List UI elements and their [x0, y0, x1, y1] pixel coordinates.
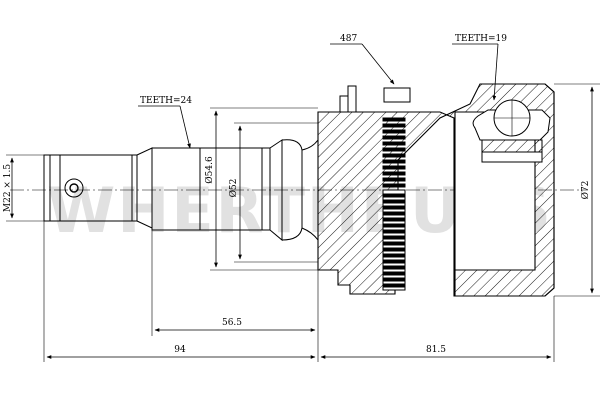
abs-ring-tooth: [382, 223, 406, 228]
dim-shaft-length: 56.5: [154, 318, 316, 332]
abs-ring-tooth: [382, 277, 406, 282]
abs-ring-tooth: [382, 247, 406, 252]
abs-ring-tooth: [382, 165, 406, 170]
overall-right-label: 81.5: [426, 345, 446, 355]
abs-ring-tooth: [382, 271, 406, 276]
shaft-length-label: 56.5: [222, 318, 242, 328]
abs-ring-tooth: [382, 171, 406, 176]
part-number-label: 487: [340, 34, 357, 44]
splined-shaft: [151, 139, 319, 242]
abs-ring-tooth: [382, 259, 406, 264]
abs-ring-tooth: [382, 147, 406, 152]
teeth-shaft-label: TEETH=24: [140, 96, 192, 106]
shaft-diameter-label: Ø52: [228, 179, 239, 198]
housing-diameter-label: Ø72: [580, 181, 591, 200]
abs-ring-tooth: [382, 253, 406, 258]
abs-ring-tooth: [382, 159, 406, 164]
abs-ring-tooth: [382, 129, 406, 134]
abs-ring-tooth: [382, 183, 406, 188]
abs-ring-tooth: [382, 241, 406, 246]
abs-ring-tooth: [382, 135, 406, 140]
abs-ring-tooth: [382, 141, 406, 146]
dim-housing-diameter: Ø72: [554, 83, 600, 297]
ball-icon: [493, 99, 531, 137]
cotter-pin-hole-icon: [64, 178, 84, 198]
teeth-outer-label: TEETH=19: [455, 34, 507, 44]
callout-part-number: 487: [330, 34, 395, 85]
dim-overall-right: 81.5: [320, 345, 552, 359]
dim-overall-left: 94: [46, 345, 316, 359]
abs-ring-tooth: [382, 177, 406, 182]
abs-ring-tooth: [382, 265, 406, 270]
thread-label: M22 × 1.5: [3, 164, 13, 213]
sensor-tab: [330, 85, 440, 113]
abs-ring: [382, 117, 406, 291]
spline-diameter-label: Ø54.6: [204, 156, 215, 184]
abs-ring-tooth: [382, 153, 406, 158]
overall-left-label: 94: [174, 345, 186, 355]
dim-spline-diameter: Ø54.6: [204, 107, 318, 271]
abs-ring-tooth: [382, 205, 406, 210]
abs-ring-tooth: [382, 199, 406, 204]
abs-ring-tooth: [382, 217, 406, 222]
extension-lines: [43, 221, 555, 362]
abs-ring-tooth: [382, 193, 406, 198]
abs-ring-tooth: [382, 229, 406, 234]
callout-teeth-outer: TEETH=19: [452, 34, 507, 101]
abs-ring-tooth: [382, 235, 406, 240]
dim-thread: M22 × 1.5: [3, 154, 44, 222]
abs-ring-tooth: [382, 283, 406, 288]
dim-shaft-diameter: Ø52: [228, 122, 318, 263]
abs-ring-tooth: [382, 117, 406, 122]
abs-ring-tooth: [382, 211, 406, 216]
abs-ring-tooth: [382, 123, 406, 128]
callout-teeth-shaft: TEETH=24: [138, 96, 192, 149]
